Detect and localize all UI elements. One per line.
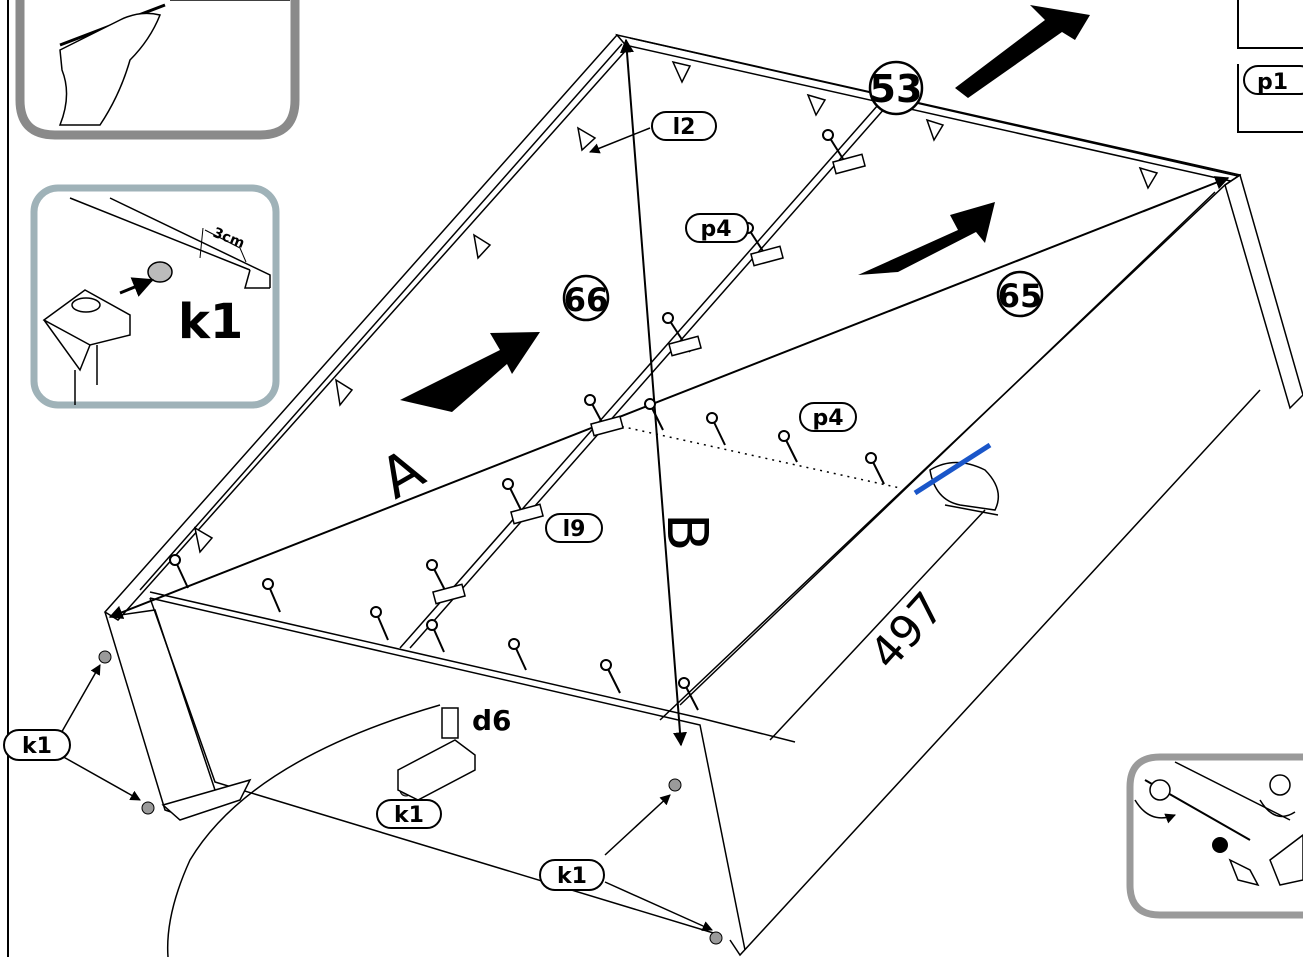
panel-number-53: 53 [868, 60, 924, 116]
diagonal-a-label: A [370, 437, 436, 512]
svg-text:65: 65 [998, 277, 1043, 315]
panel-number-66: 66 [562, 274, 610, 322]
svg-text:k1: k1 [557, 864, 587, 889]
cabinet-carcass [103, 33, 1303, 958]
label-p4-right: p4 [799, 402, 857, 432]
svg-text:66: 66 [564, 281, 609, 319]
diagonal-b-label: B [654, 513, 719, 551]
label-k1-left: k1 [3, 729, 71, 761]
k1-pad-dots [98, 650, 723, 945]
dimension-label: 497 [860, 583, 954, 680]
inset-k1-label: k1 [178, 294, 243, 350]
d6-clip-icon [397, 707, 476, 801]
bracket-icons [193, 60, 1159, 554]
label-l2: l2 [651, 111, 717, 141]
inset-screwdriver-detail [1126, 753, 1303, 919]
svg-text:k1: k1 [22, 734, 52, 759]
p1-label: p1 [1257, 70, 1288, 95]
svg-text:l9: l9 [563, 517, 586, 542]
diagonal-lines [108, 38, 1230, 747]
leader-lines [59, 127, 713, 931]
svg-text:l2: l2 [673, 115, 696, 140]
svg-text:k1: k1 [394, 803, 424, 828]
svg-text:p4: p4 [812, 406, 843, 431]
inset-hand-tool [15, 0, 300, 140]
label-k1-right: k1 [539, 859, 605, 891]
parts-list-partial: p1 [1237, 0, 1303, 133]
arrow-top [955, 5, 1090, 98]
inset-k1-detail: 3cm k1 [30, 184, 280, 409]
svg-text:53: 53 [870, 67, 923, 111]
direction-arrows [400, 5, 1090, 412]
connector-plates [432, 153, 866, 605]
hand-pen-icon [913, 442, 1000, 511]
arrow-right-panel [858, 202, 995, 275]
label-k1-middle: k1 [376, 799, 442, 829]
panel-number-65: 65 [996, 270, 1044, 318]
label-p4-top: p4 [685, 213, 749, 243]
label-l9: l9 [545, 513, 603, 543]
arrow-left-panel [400, 332, 540, 412]
svg-text:p4: p4 [700, 217, 731, 242]
label-d6: d6 [472, 704, 512, 737]
